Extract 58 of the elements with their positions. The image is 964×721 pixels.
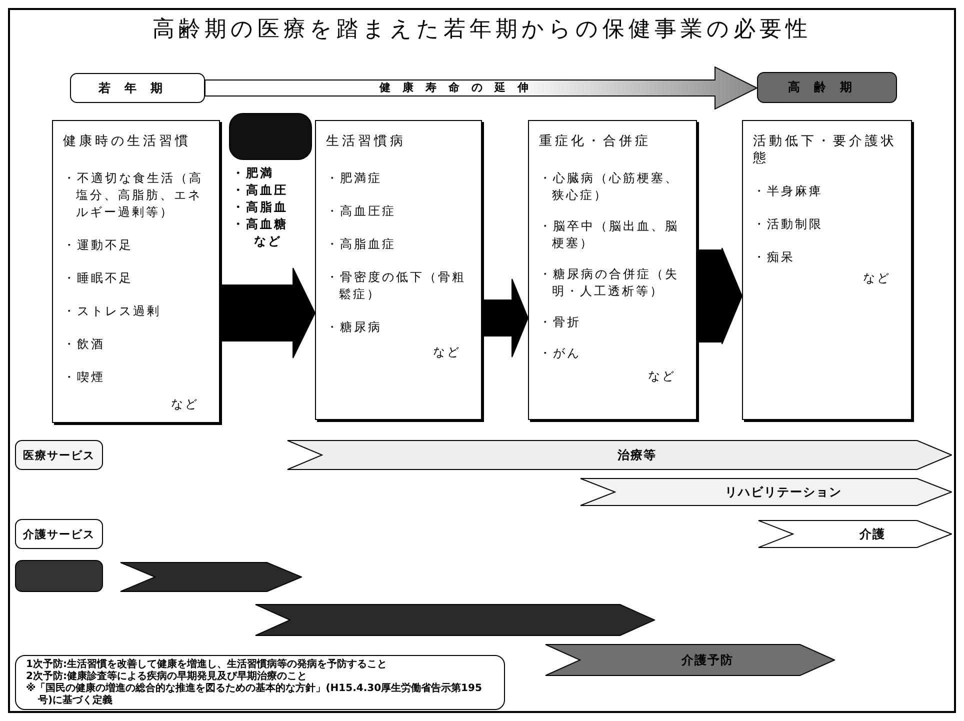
stage-box: [315, 120, 482, 420]
block-arrow: [482, 278, 529, 358]
stage-box: [52, 120, 220, 423]
list-item: ・高血糖: [232, 216, 288, 233]
list-item: ・高脂血症: [326, 236, 397, 253]
list-item: ・喫煙: [63, 369, 106, 386]
list-item: ・骨折: [539, 314, 582, 331]
stage-box: [742, 120, 912, 420]
block-arrow: [204, 66, 758, 110]
box-heading: 生活習慣病: [326, 133, 407, 150]
edge-label: 健康寿命の延伸: [378, 80, 542, 96]
block-arrow: [696, 248, 743, 344]
block-arrow: [220, 268, 316, 358]
stage-box: [528, 120, 697, 420]
list-item: ・飲酒: [63, 336, 106, 353]
list-item: ・肥満: [232, 165, 274, 182]
box-heading: 重症化・合併症: [539, 133, 652, 150]
service-band: リハビリテーション: [580, 478, 952, 506]
list-item: ・がん: [539, 345, 582, 362]
program-band: [255, 604, 655, 636]
list-item: など: [432, 344, 462, 361]
service-band: 介護: [758, 520, 952, 548]
box-heading: 活動低下・要介護状態: [753, 133, 898, 167]
list-item: ・運動不足: [63, 237, 134, 254]
list-item: ・睡眠不足: [63, 270, 134, 287]
dark-box: [15, 560, 103, 592]
list-item: など: [170, 396, 200, 413]
list-item: ・活動制限: [753, 216, 824, 233]
box-heading: 健康時の生活習慣: [63, 133, 192, 150]
note-text: ※「国民の健康の増進の総合的な推進を図るための基本的な方針」(H15.4.30厚生労働省告示第195号)に基づく定義: [26, 683, 483, 707]
stage-label: 高齢期: [757, 72, 897, 103]
list-item: ・糖尿病: [326, 319, 383, 336]
service-label: 医療サービス: [15, 440, 103, 470]
list-item: ・ストレス過剰: [63, 303, 162, 320]
stage-label: 若年期: [70, 73, 205, 103]
program-band: [120, 562, 302, 592]
service-label: 介護サービス: [15, 519, 103, 549]
list-item: ・高血圧: [232, 182, 288, 199]
list-item: ・高血圧症: [326, 203, 397, 220]
note-box: [15, 655, 505, 710]
service-band: 治療等: [287, 440, 952, 470]
title: 高齢期の医療を踏まえた若年期からの保健事業の必要性: [152, 16, 812, 44]
list-item: ・不適切な食生活（高塩分、高脂肪、エネルギー過剰等）: [63, 170, 204, 221]
note-text: 2次予防:健康診査等による疾病の早期発見及び早期治療のこと: [26, 671, 308, 682]
list-item: ・脳卒中（脳出血、脳梗塞）: [539, 218, 680, 252]
list-item: ・痴呆: [753, 249, 796, 266]
list-item: ・糖尿病の合併症（失明・人工透析等）: [539, 266, 680, 300]
list-item: など: [254, 233, 282, 250]
list-item: など: [862, 270, 892, 287]
list-item: ・高脂血: [232, 199, 288, 216]
list-item: ・半身麻痺: [753, 183, 824, 200]
list-item: ・心臓病（心筋梗塞、狭心症）: [539, 170, 680, 204]
dark-box: [229, 113, 312, 160]
note-text: 1次予防:生活習慣を改善して健康を増進し、生活習慣病等の発病を予防すること: [26, 659, 388, 670]
program-band: 介護予防: [545, 644, 835, 676]
list-item: ・骨密度の低下（骨粗鬆症）: [326, 269, 467, 303]
list-item: ・肥満症: [326, 170, 383, 187]
list-item: など: [647, 368, 677, 385]
